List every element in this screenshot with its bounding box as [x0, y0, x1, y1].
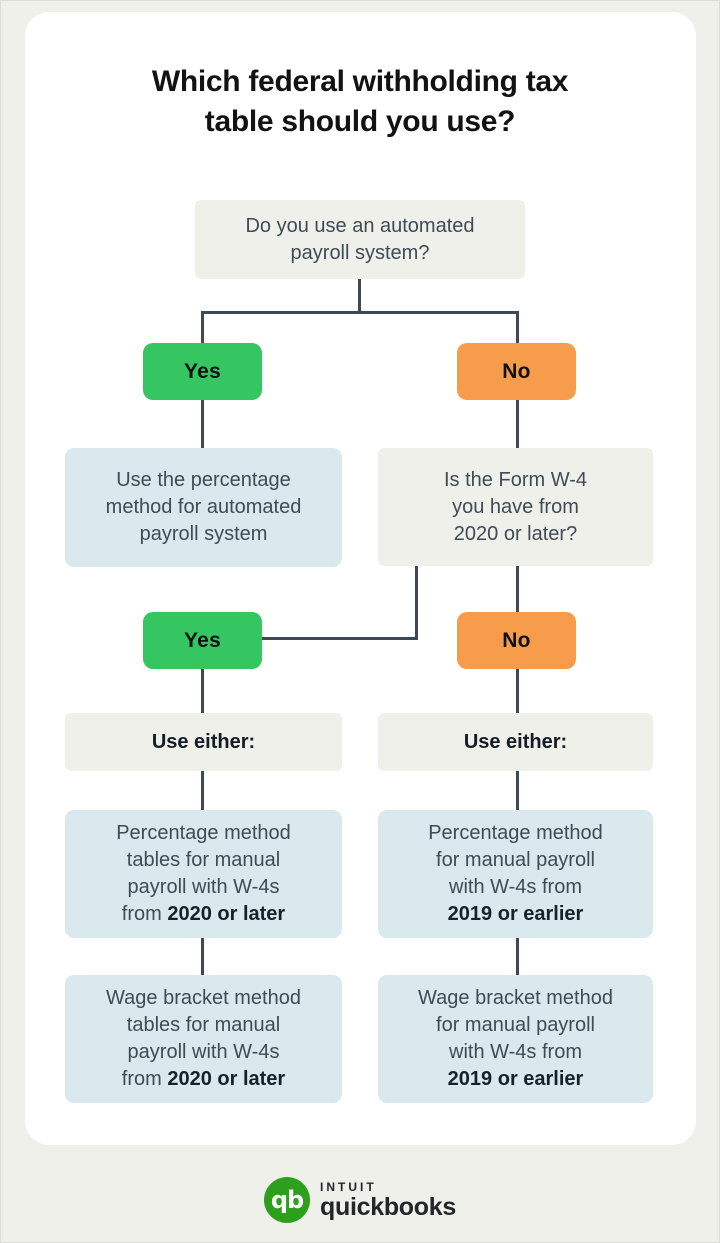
connector-q2-yes-elbow-horizontal: [262, 637, 418, 640]
yes-badge-automated: Yes: [143, 343, 262, 400]
result-wage-bracket-2020: Wage bracket method tables for manual pa…: [65, 975, 342, 1103]
title-line: table should you use?: [204, 105, 516, 138]
page-title: Which federal withholding tax table shou…: [0, 62, 720, 142]
text-line: for manual payroll: [436, 849, 595, 871]
text-line: with W-4s from: [449, 1041, 582, 1063]
connector-q2-yes-elbow-vertical: [415, 566, 418, 640]
result-percentage-automated: Use the percentage method for automated …: [65, 448, 342, 567]
text-line: payroll system: [139, 523, 268, 545]
question-w4-year: Is the Form W-4 you have from 2020 or la…: [378, 448, 653, 566]
title-line: Which federal withholding tax: [151, 65, 569, 98]
connector-q1-stem: [358, 279, 361, 313]
text-line: tables for manual: [126, 1014, 281, 1036]
connector-yes1-result: [201, 400, 204, 448]
text-line: Is the Form W-4: [444, 468, 587, 491]
use-either-left: Use either:: [65, 713, 342, 771]
text-line: from 2020 or later: [122, 1066, 285, 1093]
text-segment: from: [121, 1068, 168, 1090]
connector-percentage-right-drop: [516, 937, 519, 976]
text-line: payroll system?: [290, 241, 430, 264]
connector-q2-no-drop: [516, 566, 519, 613]
text-segment-bold: 2020 or later: [167, 903, 286, 925]
text-line: tables for manual: [126, 849, 281, 871]
text-line: payroll with W-4s: [127, 1041, 280, 1063]
text-line: with W-4s from: [449, 876, 582, 898]
connector-q1-no-drop: [516, 311, 519, 344]
text-line: Wage bracket method: [418, 987, 613, 1009]
quickbooks-logo-icon: qb: [264, 1177, 311, 1223]
text-line: Wage bracket method: [106, 987, 301, 1009]
connector-no1-q2: [516, 400, 519, 448]
text-line: Percentage method: [428, 822, 603, 844]
quickbooks-brand: qb intuit quickbooks: [0, 1176, 720, 1224]
text-line: payroll with W-4s: [127, 876, 280, 898]
connector-percentage-left-drop: [201, 937, 204, 976]
question-automated-payroll: Do you use an automated payroll system?: [195, 200, 525, 279]
result-percentage-2020: Percentage method tables for manual payr…: [65, 810, 342, 938]
text-line: Use the percentage: [116, 469, 291, 491]
no-badge-w4: No: [457, 612, 576, 669]
connector-q1-cross: [201, 311, 519, 314]
text-segment-bold: 2020 or later: [167, 1068, 286, 1090]
quickbooks-wordmark: quickbooks: [320, 1193, 456, 1221]
result-wage-bracket-2019: Wage bracket method for manual payroll w…: [378, 975, 653, 1103]
connector-q1-yes-drop: [201, 311, 204, 344]
text-line: from 2020 or later: [122, 901, 285, 928]
use-either-right: Use either:: [378, 713, 653, 771]
text-line: you have from: [452, 495, 579, 518]
text-segment-bold: 2019 or earlier: [447, 1068, 584, 1090]
no-badge-automated: No: [457, 343, 576, 400]
result-percentage-2019: Percentage method for manual payroll wit…: [378, 810, 653, 938]
text-segment-bold: 2019 or earlier: [447, 903, 584, 925]
text-line: 2020 or later?: [453, 522, 578, 545]
connector-yes2-either: [201, 668, 204, 714]
connector-either-right-drop: [516, 770, 519, 811]
yes-badge-w4: Yes: [143, 612, 262, 669]
text-segment: from: [121, 903, 168, 925]
text-line: Do you use an automated: [245, 214, 475, 237]
text-line: method for automated: [105, 496, 302, 518]
connector-either-left-drop: [201, 770, 204, 811]
text-line: for manual payroll: [436, 1014, 595, 1036]
brand-wordmark: intuit quickbooks: [320, 1180, 456, 1220]
intuit-wordmark: intuit: [320, 1180, 377, 1194]
text-line: Percentage method: [116, 822, 291, 844]
connector-no2-either: [516, 668, 519, 714]
